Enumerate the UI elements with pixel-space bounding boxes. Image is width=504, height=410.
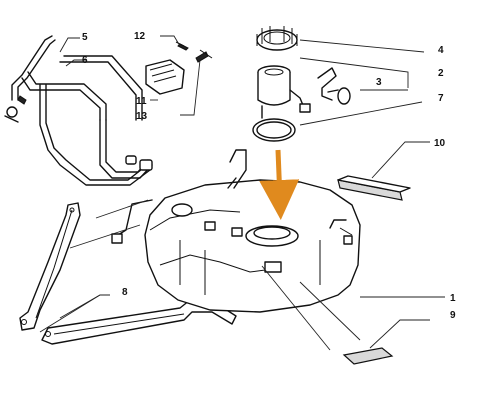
callout-13: 13 (136, 111, 148, 122)
fuel-pump-module (252, 26, 351, 142)
foam-pad (337, 175, 411, 201)
callout-8: 8 (122, 287, 128, 298)
callout-6: 6 (82, 55, 88, 66)
leader-lines (39, 35, 445, 349)
callout-5: 5 (82, 32, 88, 43)
callout-11: 11 (136, 96, 147, 107)
callout-2: 2 (438, 68, 444, 79)
callout-3: 3 (376, 77, 382, 88)
callout-10: 10 (434, 138, 446, 149)
callout-7: 7 (438, 93, 444, 104)
connector-parts (145, 41, 213, 95)
callout-labels: 1 2 3 4 5 6 7 8 9 10 11 12 13 (82, 31, 456, 321)
fuel-pipe-assembly (4, 35, 153, 186)
highlight-arrow (259, 149, 300, 220)
fuel-tank (111, 149, 361, 313)
tank-strap-assembly (19, 202, 237, 345)
callout-1: 1 (450, 293, 456, 304)
callout-4: 4 (438, 45, 444, 56)
callout-9: 9 (450, 310, 456, 321)
callout-12: 12 (134, 31, 146, 42)
insulation-plate (342, 347, 394, 365)
